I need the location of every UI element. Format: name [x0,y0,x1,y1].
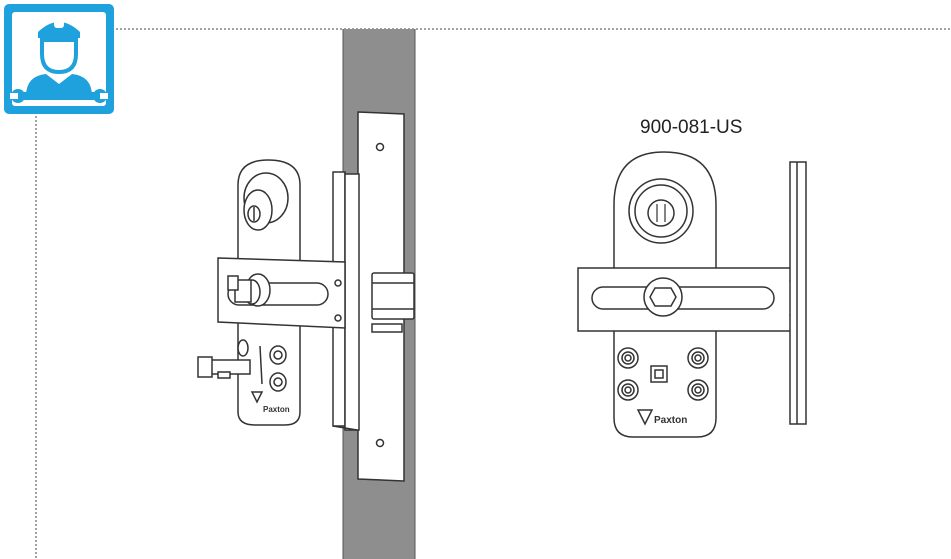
faceplate [357,111,415,482]
brand-label-left: Paxton [263,405,290,414]
right-bracket-bar [577,267,799,332]
model-number-label: 900-081-US [640,117,743,138]
left-bracket-bar [217,257,346,329]
installer-badge [4,4,114,114]
installer-technician-icon [10,18,108,103]
left-tailpiece [197,345,263,385]
right-strike-rail [789,161,807,425]
brand-label-right: Paxton [654,415,687,426]
dashed-guide-lines [35,28,951,559]
